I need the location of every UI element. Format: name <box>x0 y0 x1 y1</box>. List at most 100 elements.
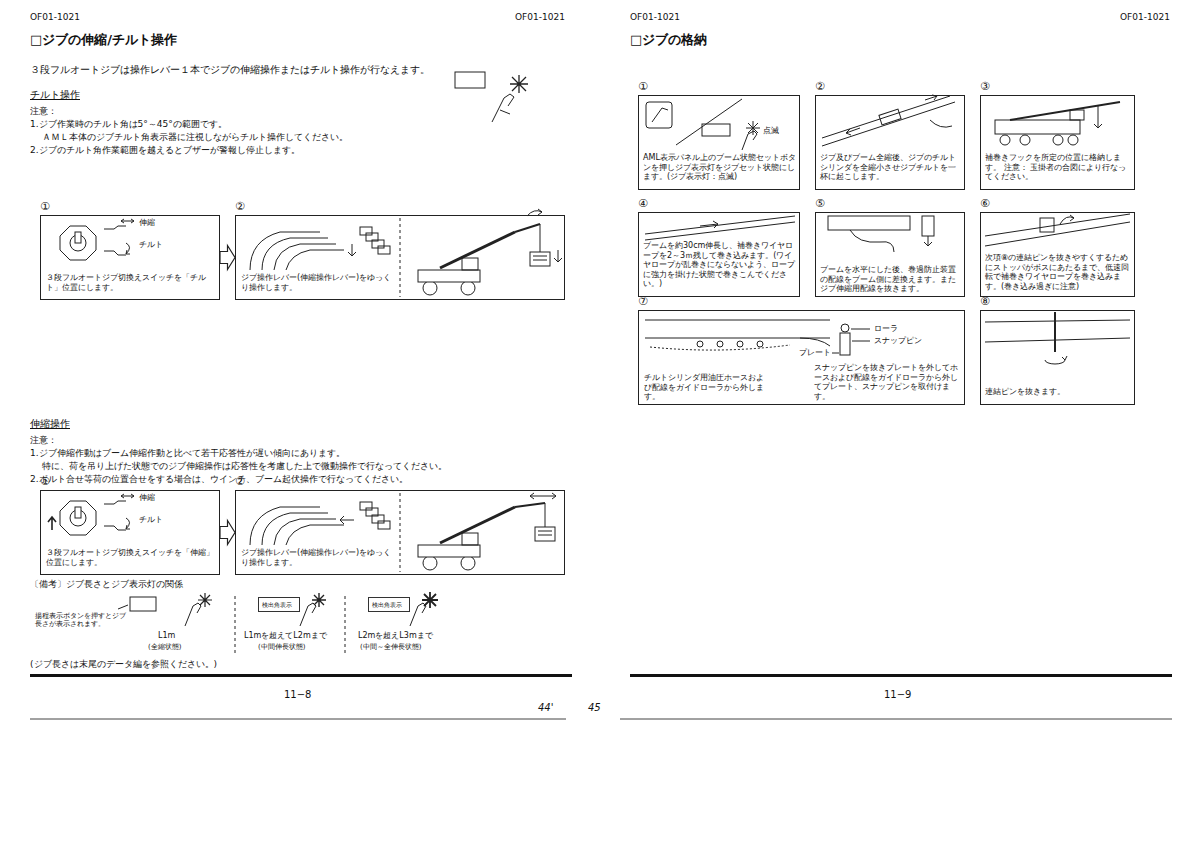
panel-text: スナップピン <box>874 336 922 346</box>
indicator-lamps <box>118 592 438 654</box>
step-number: ⑤ <box>815 197 825 210</box>
panel-text: 検出角表示 <box>262 601 298 608</box>
panel-text: 伸縮 <box>139 218 155 228</box>
step-number: ④ <box>638 197 648 210</box>
drawing-stroke <box>800 338 830 346</box>
drawing-stroke <box>410 603 426 626</box>
drawing-stroke <box>757 341 763 347</box>
page-text: L2mを超えL3mまで <box>358 631 433 641</box>
panel-text: AML表示パネル上のブーム状態セットボタンを押しジブ表示灯をジブセット状態にしま… <box>643 153 797 182</box>
panel-text: 点滅 <box>763 126 779 136</box>
drawing-stroke <box>717 341 723 347</box>
drawing-stroke <box>879 109 901 125</box>
page-text: 〔備考〕ジブ長さとジブ表示灯の関係 <box>30 579 183 590</box>
drawing-stroke <box>841 324 849 332</box>
drawing-stroke <box>620 719 1172 720</box>
page-text: 注意： <box>30 435 57 446</box>
drawing-stroke <box>645 320 830 338</box>
drawing-stroke <box>30 674 572 677</box>
drawing-stroke <box>312 593 326 607</box>
drawing-stroke <box>630 674 1172 677</box>
panel-text: チルトシリンダ用油圧ホースおよび配線をガイドローラから外します。 <box>644 373 769 402</box>
drawing-stroke <box>422 592 438 608</box>
drawing-stroke <box>492 94 514 122</box>
drawing-stroke <box>538 531 552 535</box>
switch-knob <box>48 494 134 535</box>
drawing-stroke <box>515 503 545 507</box>
crane-figure <box>418 493 556 570</box>
drawing-stroke <box>535 527 555 541</box>
drawing-stroke <box>30 719 566 720</box>
step-panel: ②ジブ及びブーム全縮後、ジブのチルトシリンダを全縮小させジブチルトを一杯に起こし… <box>815 95 965 190</box>
drawing-stroke <box>828 216 910 230</box>
page-text: 特に、荷を吊り上げた状態でのジブ伸縮操作は応答性を考慮した上で微動操作で行なって… <box>42 461 447 472</box>
guide-rollers <box>645 320 870 355</box>
drawing-stroke <box>60 501 96 535</box>
page-text: 1.ジブ作業時のチルト角は5°～45°の範囲です。 <box>30 119 227 130</box>
drawing-stroke <box>840 333 850 355</box>
drawing-stroke <box>985 214 1130 246</box>
drawing-stroke <box>1053 135 1063 145</box>
panel-text: プレート <box>799 348 831 358</box>
lever-icon <box>455 72 528 122</box>
drawing-stroke <box>462 258 478 270</box>
indicator-box: 検出角表示 <box>368 597 410 612</box>
drawing-stroke <box>540 224 541 252</box>
drawing-stroke <box>235 596 236 654</box>
step-number: ⑦ <box>638 295 648 308</box>
panel-text: スナップピンを抜きプレートを外してホースおよび配線をガイドローラから外してプレー… <box>814 363 962 401</box>
drawing-stroke <box>1000 135 1010 145</box>
drawing-stroke <box>742 131 757 150</box>
panel-text: 補巻きフックを所定の位置に格納します。 注意： 玉掛者の合図により行なってくださ… <box>985 153 1132 182</box>
drawing-stroke <box>850 230 894 252</box>
step-panel: ①点滅AML表示パネル上のブーム状態セットボタンを押しジブ表示灯をジブセット状態… <box>638 95 800 190</box>
page-text: 伸縮操作 <box>30 418 70 429</box>
step-panel: ⑤ブームを水平にした後、巻過防止装置の配線をブーム側に差換えます。またジブ伸縮用… <box>815 212 965 297</box>
drawing-stroke <box>60 226 96 260</box>
panel-text: ジブ及びブーム全縮後、ジブのチルトシリンダを全縮小させジブチルトを一杯に起こしま… <box>820 153 962 182</box>
drawing-stroke <box>1045 356 1067 364</box>
panel-text: チルト <box>139 240 163 250</box>
page-text: 2.ジブのチルト角作業範囲を越えるとブザーが警報し停止します。 <box>30 145 300 156</box>
drawing-stroke <box>104 226 126 229</box>
panel-text: 連結ピンを抜きます。 <box>985 387 1132 397</box>
drawing-stroke <box>846 128 860 135</box>
panel-text: ブームを約30cm伸長し、補巻きワイヤロープを2～3ｍ残して巻き込みます。(ワイ… <box>643 241 797 289</box>
page-text: 45 <box>588 702 601 714</box>
panel-text: ３段フルオートジブ切換えスイッチを「チルト」位置にします。 <box>46 273 216 292</box>
switch-knob <box>60 219 134 260</box>
page-text: □ジブの伸縮/チルト操作 <box>30 32 177 48</box>
drawing-stroke <box>1060 215 1074 224</box>
drawing-stroke <box>922 216 934 236</box>
page-text: L1mを超えてL2mまで <box>244 631 327 641</box>
drawing-stroke <box>126 518 130 529</box>
drawing-stroke <box>348 244 356 256</box>
step-panel: ①伸縮チルト３段フルオートジブ切換えスイッチを「伸縮」位置にします。 <box>40 490 220 575</box>
drawing-stroke <box>530 252 550 266</box>
page-text: OF01-1021 <box>1120 12 1170 23</box>
page-text: 揚程表示ボタンを押すとジブ長さが表示されます。 <box>35 612 127 629</box>
drawing-stroke <box>455 72 485 88</box>
step-panel: ⑦ローラスナップピンプレートチルトシリンダ用油圧ホースおよび配線をガイドローラか… <box>638 310 965 405</box>
drawing-stroke <box>737 341 743 347</box>
panel-text: チルト <box>139 515 163 525</box>
drawing-stroke <box>104 501 126 504</box>
drawing-stroke <box>702 124 730 136</box>
page-text: 1.ジブ伸縮作動はブーム伸縮作動と比べて若干応答性が遅い傾向にあります。 <box>30 448 345 459</box>
lever-hands <box>250 502 390 545</box>
drawing-stroke <box>652 108 668 122</box>
step-number: ③ <box>980 80 990 93</box>
drawing-stroke <box>300 603 316 626</box>
step-panel: ⑥次項⑧の連結ピンを抜きやすくするためにストッパがボスにあたるまで、低速回転で補… <box>980 212 1135 297</box>
indicator-box: 検出角表示 <box>258 597 300 612</box>
boom-jib <box>822 95 955 146</box>
drawing-stroke <box>48 517 56 530</box>
drawing-stroke <box>104 526 126 530</box>
page-text: 2.ボルト合せ等荷の位置合せをする場合は、ウインチ、ブーム起伏操作で行なってくだ… <box>30 474 408 485</box>
drawing-stroke <box>1094 106 1102 128</box>
panel-text: ジブ操作レバー(伸縮操作レバー)をゆっくり操作します。 <box>241 548 399 567</box>
page-text: 11−9 <box>884 689 911 701</box>
drawing-stroke <box>1020 135 1030 145</box>
drawing-stroke <box>118 605 128 609</box>
